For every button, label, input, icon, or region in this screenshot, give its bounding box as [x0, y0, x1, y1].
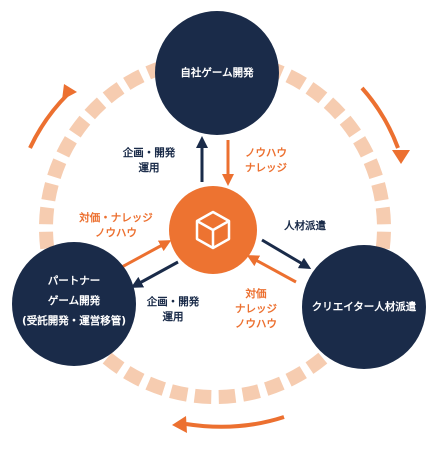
cube-icon: [195, 210, 231, 250]
cycle-arrows: [28, 84, 410, 433]
ring-segment: [363, 158, 383, 179]
ring-segment: [84, 97, 107, 120]
ring-segment: [305, 352, 328, 374]
ring-segment: [285, 69, 307, 90]
ring-segment: [285, 366, 307, 387]
flow-top-in-line2: ナレッジ: [245, 162, 287, 174]
flow-left-in-line1: 対価・ナレッジ: [79, 212, 153, 224]
flow-right-out-label: 人材派遣: [270, 219, 340, 234]
node-left-line2: ゲーム開発: [47, 295, 101, 307]
flow-top-out-label: 企画・開発 運用: [109, 146, 189, 176]
flow-right-in-line3: ノウハウ: [235, 318, 277, 330]
flow-right-in-line2: ナレッジ: [235, 303, 277, 315]
ring-segment: [47, 158, 67, 179]
cycle-arrow-right-head: [392, 150, 410, 164]
ring-segment: [69, 115, 91, 138]
flow-left-out-label: 企画・開発 運用: [138, 295, 208, 325]
node-left-line3: (受託開発・運営移管): [21, 315, 127, 327]
ring-segment: [193, 388, 212, 404]
node-top: [155, 11, 279, 135]
ring-segment: [241, 384, 261, 402]
ring-segment: [123, 69, 145, 90]
flow-right-in-line1: 対価: [245, 288, 267, 300]
ring-segment: [145, 376, 166, 396]
ring-segment: [102, 352, 125, 374]
ring-segment: [56, 136, 77, 158]
cycle-arrow-left-head: [62, 84, 77, 100]
flow-arrows: [119, 136, 312, 288]
cycle-arrow-left-icon: [28, 92, 70, 149]
flow-left-out-line2: 運用: [162, 311, 184, 323]
node-left-label: パートナー ゲーム開発 (受託開発・運営移管): [14, 274, 134, 328]
node-left: [12, 242, 136, 366]
node-top-label: 自社ゲーム開発: [180, 67, 254, 79]
ring-segment: [102, 82, 125, 104]
arrow-right-to-center: [246, 255, 297, 284]
arrow-center-to-right: [261, 238, 312, 270]
cycle-arrow-right-icon: [360, 86, 400, 149]
flow-left-in-line2: ノウハウ: [95, 227, 137, 239]
flow-right-in-label: 対価 ナレッジ ノウハウ: [226, 287, 286, 332]
node-right-label: クリエイター人材派遣: [311, 301, 417, 313]
cycle-arrow-bottom-head: [172, 416, 187, 433]
ring-segment: [123, 366, 145, 387]
ring-segment: [41, 182, 59, 202]
ring-segment: [339, 115, 361, 138]
ring-segment: [264, 376, 285, 396]
cycle-arrow-bottom-icon: [185, 415, 285, 429]
ring-segment: [353, 136, 374, 158]
ring-segment: [371, 182, 389, 202]
flow-top-in-line1: ノウハウ: [245, 147, 287, 159]
flow-top-out-line2: 運用: [138, 162, 160, 174]
flow-top-out-line1: 企画・開発: [122, 147, 176, 159]
ring-segment: [169, 384, 189, 402]
ring-segment: [39, 206, 55, 225]
ring-segment: [305, 82, 328, 104]
flow-top-in-label: ノウハウ ナレッジ: [236, 146, 296, 176]
arrow-center-to-left: [130, 260, 179, 288]
ring-segment: [375, 231, 391, 250]
ring-segment: [375, 206, 391, 225]
node-left-line1: パートナー: [47, 275, 101, 287]
ring-segment: [39, 231, 55, 250]
flow-left-in-label: 対価・ナレッジ ノウハウ: [66, 211, 166, 241]
node-right: [302, 245, 426, 369]
flow-left-out-line1: 企画・開発: [146, 296, 200, 308]
arrow-left-to-center: [119, 240, 172, 270]
flow-right-out-line1: 人材派遣: [284, 220, 326, 232]
ring-segment: [323, 97, 346, 120]
ring-segment: [218, 388, 237, 404]
